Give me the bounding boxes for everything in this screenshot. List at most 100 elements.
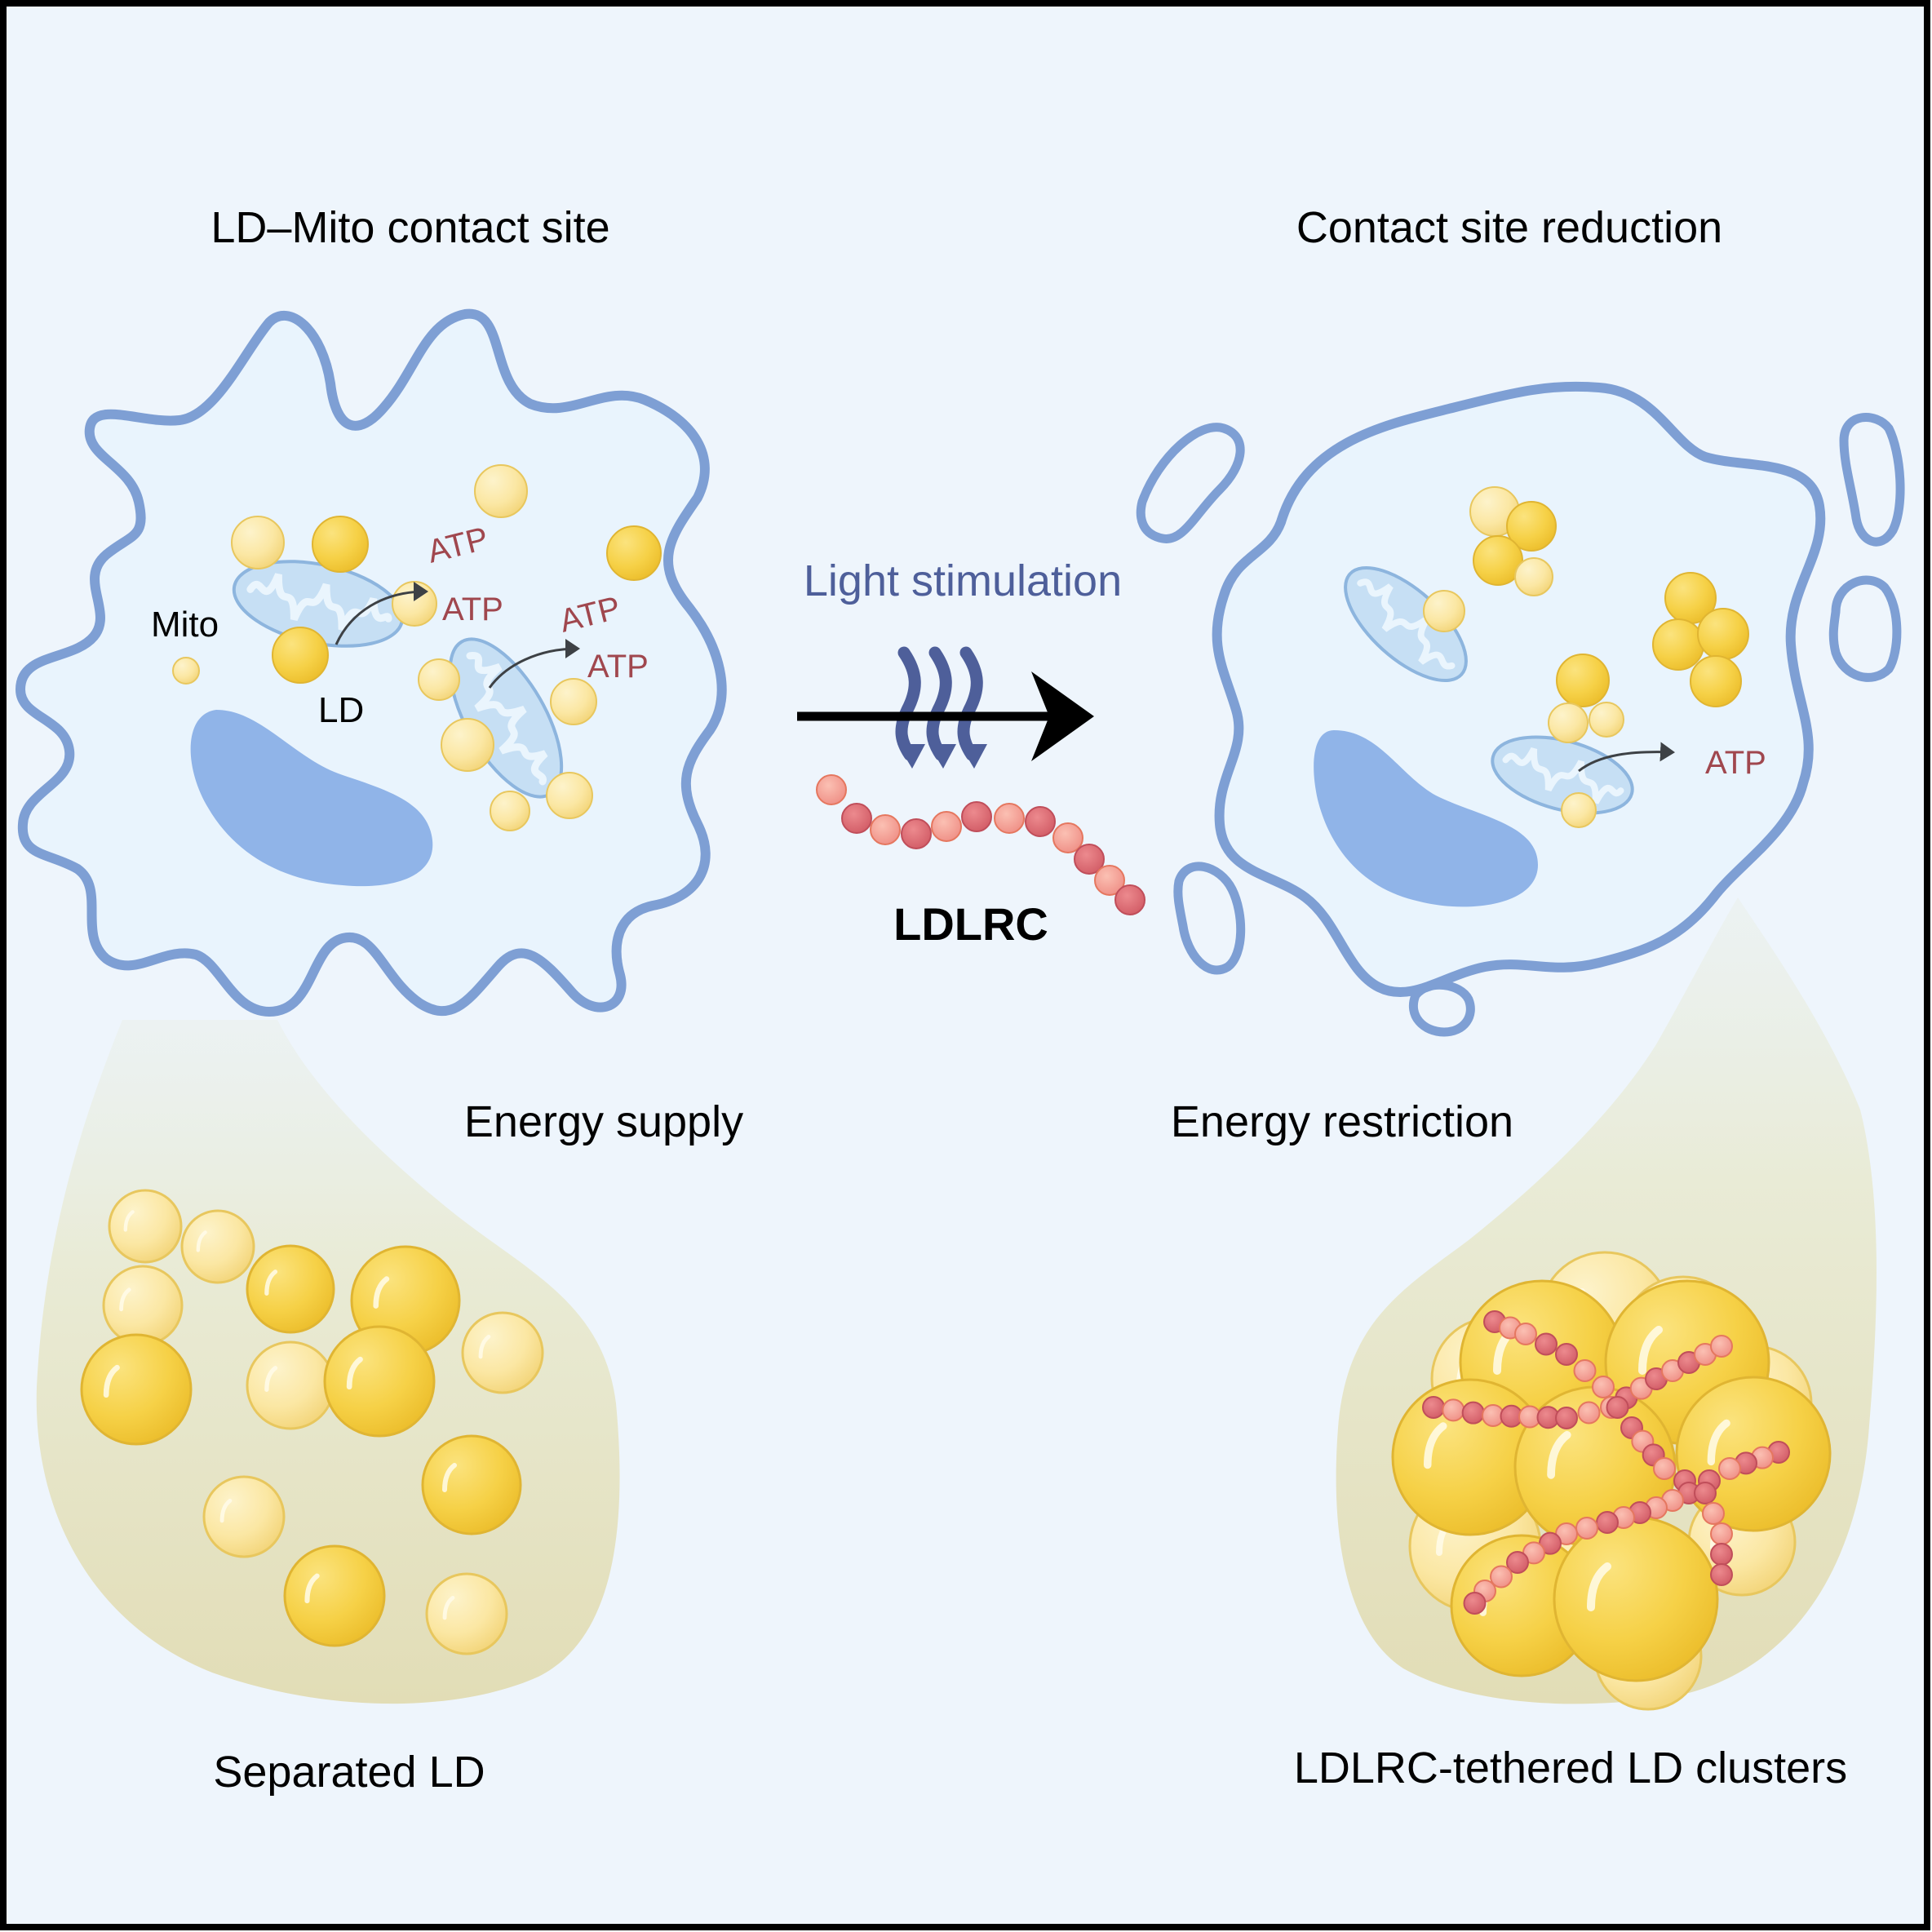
lipid-droplet: [1556, 654, 1610, 707]
ldlrc-bead: [1653, 1457, 1676, 1480]
lipid-droplet: [108, 1189, 183, 1264]
left-nucleus: [190, 710, 433, 887]
light-stimulation-label: Light stimulation: [804, 556, 1122, 605]
lipid-droplet: [1473, 535, 1523, 586]
lipid-droplet: [421, 1434, 522, 1535]
ldlrc-bead: [1114, 884, 1145, 915]
atp-label: ATP: [587, 649, 649, 685]
lipid-droplet: [323, 1325, 436, 1438]
light-wave-icons: [895, 646, 987, 769]
lipid-droplet: [425, 1572, 508, 1655]
ldlrc-bead: [1463, 1592, 1487, 1615]
ldlrc-bead: [1592, 1376, 1615, 1398]
ldlrc-tether-chains: [1422, 1310, 1790, 1615]
lipid-droplet: [102, 1265, 184, 1346]
lipid-droplet: [1589, 702, 1624, 738]
lipid-droplet: [490, 791, 530, 831]
ldlrc-bead: [841, 803, 872, 834]
lipid-droplet: [550, 678, 597, 725]
ldlrc-chain: [816, 774, 1145, 915]
lipid-droplet: [441, 718, 494, 772]
lipid-droplet: [272, 627, 329, 684]
ldlrc-bead: [1490, 1565, 1513, 1589]
ldlrc-bead: [994, 803, 1025, 834]
ldlrc-bead: [1577, 1401, 1601, 1425]
extracellular-vesicles: [1136, 413, 1905, 1037]
ldlrc-bead: [1606, 1396, 1629, 1419]
lipid-droplet: [180, 1209, 255, 1284]
left-cell-lipid-droplets: [172, 464, 662, 831]
lipid-droplet: [1652, 618, 1704, 671]
atp-label: ATP: [442, 592, 503, 627]
vesicle: [1828, 575, 1902, 682]
ldlrc-bead: [1702, 1502, 1725, 1525]
ldlrc-bead: [1596, 1511, 1619, 1534]
light-wave-icon: [957, 646, 983, 761]
lipid-droplet: [461, 1311, 544, 1394]
lipid-droplet: [546, 772, 593, 819]
left-cell: [16, 308, 727, 1017]
light-wave-icon: [895, 646, 921, 761]
lipid-droplet: [283, 1544, 386, 1647]
lipid-droplet: [1561, 792, 1597, 828]
ldlrc-bead: [1710, 1335, 1733, 1358]
atp-arrow-icon: [335, 582, 428, 645]
ldlrc-bead: [1555, 1407, 1578, 1429]
energy-restriction-label: Energy restriction: [1171, 1097, 1513, 1146]
ldlrc-bead: [1461, 1401, 1485, 1425]
light-wave-icon: [926, 646, 952, 761]
vesicle: [1136, 423, 1245, 543]
ldlrc-bead: [1025, 806, 1056, 837]
lipid-droplet: [1553, 1516, 1719, 1682]
ldlrc-bead: [931, 811, 962, 842]
lipid-droplet: [312, 516, 369, 573]
ldlrc-bead: [1052, 822, 1083, 853]
lipid-droplet: [202, 1475, 286, 1558]
atp-arrow-icon: [1578, 742, 1675, 773]
separated-ld-caption: Separated LD: [213, 1748, 485, 1797]
right-nucleus: [1314, 730, 1538, 907]
ldlrc-bead: [1442, 1398, 1465, 1422]
vesicle: [1173, 862, 1246, 975]
atp-arrow-icon: [488, 639, 580, 689]
ldlrc-bead: [1074, 844, 1105, 875]
lipid-droplet: [474, 464, 528, 518]
lipid-droplet: [1690, 655, 1742, 707]
right-panel-title: Contact site reduction: [1296, 203, 1722, 252]
ldlrc-bead: [1694, 1482, 1717, 1504]
left-cell-membrane: [16, 308, 727, 1017]
lipid-droplet: [246, 1340, 335, 1430]
ldlrc-bead: [1718, 1457, 1741, 1480]
ldlrc-bead: [1535, 1332, 1558, 1356]
energy-supply-label: Energy supply: [464, 1097, 743, 1146]
ldlrc-bead: [1422, 1396, 1445, 1419]
vesicle: [1839, 413, 1905, 547]
ldlrc-bead: [1514, 1323, 1537, 1345]
left-panel-title: LD–Mito contact site: [210, 203, 609, 252]
lipid-droplet: [1697, 608, 1749, 660]
ldlrc-bead: [1094, 865, 1125, 896]
ldlrc-bead: [901, 818, 932, 849]
ldlrc-bead: [1710, 1543, 1733, 1566]
ldlrc-label: LDLRC: [893, 898, 1048, 950]
lipid-droplet: [1548, 702, 1589, 743]
ldlrc-bead: [1506, 1551, 1529, 1574]
ldlrc-bead: [1710, 1522, 1733, 1545]
ldlrc-bead: [816, 774, 847, 805]
lipid-droplet: [418, 658, 460, 701]
ldlrc-bead: [1555, 1343, 1578, 1366]
ldlrc-bead: [1710, 1563, 1733, 1586]
lipid-droplet: [1423, 590, 1465, 632]
ldlrc-bead: [1573, 1359, 1597, 1382]
vesicle: [1409, 980, 1475, 1037]
lipid-droplet: [1514, 557, 1553, 596]
right-cell-lipid-droplets: [1423, 486, 1749, 828]
lipid-droplet: [172, 657, 200, 685]
mito-label: Mito: [151, 605, 219, 645]
lipid-droplet: [606, 525, 662, 581]
lipid-droplet: [80, 1333, 193, 1446]
ldlrc-bead: [961, 801, 992, 832]
lipid-droplet: [392, 581, 437, 627]
lipid-droplet: [1506, 501, 1557, 552]
